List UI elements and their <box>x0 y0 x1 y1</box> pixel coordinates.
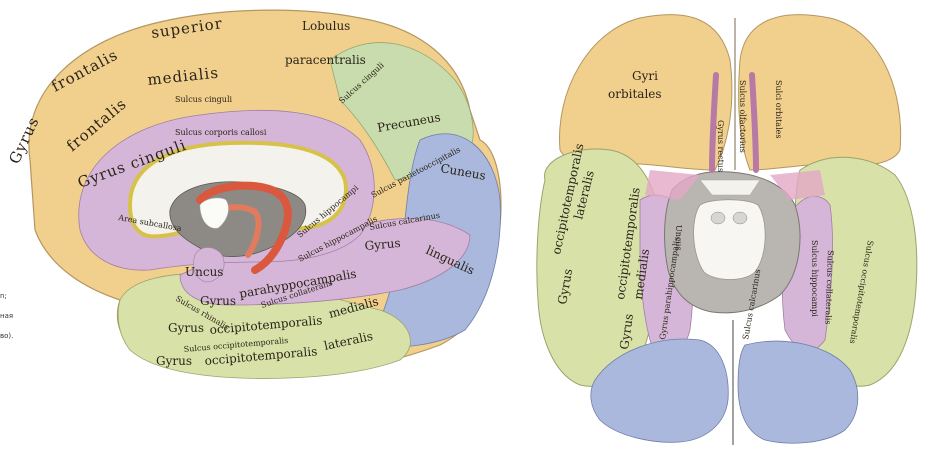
caption-fragment-2: ная <box>0 312 13 320</box>
mammillary-right <box>732 211 748 225</box>
label-gyrus-rectus: Gyrus rectus <box>716 120 725 172</box>
caption-fragment-1: n; <box>0 292 7 300</box>
label-uncus: Uncus <box>185 265 223 279</box>
label-gyrus-occ-lat: Gyrus <box>156 354 192 368</box>
label-basal-sulcus-collateralis: Sulcus collateralis <box>823 250 835 325</box>
label-basal-uncus: Uncus <box>674 225 683 251</box>
olfactory-tract-right <box>749 72 759 173</box>
right-pink-wedge <box>770 170 825 200</box>
label-lobulus: Lobulus <box>302 19 350 33</box>
right-orbital-region <box>738 14 902 171</box>
right-occipital-region <box>737 340 859 444</box>
label-gyrus-lingualis: Gyrus <box>364 236 401 253</box>
left-pink-wedge <box>645 170 700 200</box>
optic-chiasm <box>699 179 761 196</box>
label-sulcus-cinguli: Sulcus cinguli <box>175 95 232 104</box>
label-basal-gyrus-occ-lat-1: Gyrus <box>555 268 575 306</box>
label-gyrus-occ-med: Gyrus <box>168 321 204 335</box>
olfactory-tract-left <box>709 72 719 173</box>
basal-view: Gyri orbitales Gyrus rectus Sulcus olfac… <box>536 14 918 445</box>
uncus-shape <box>193 247 225 283</box>
mammillary-left <box>710 211 726 225</box>
label-basal-gyrus-occ-med-1: Gyrus <box>617 313 636 351</box>
label-basal-sulcus-hippocampi: Sulcus hippocampi <box>810 240 819 317</box>
caption-fragment-3: во). <box>0 332 13 340</box>
label-sulci-orbitales: Sulci orbitales <box>774 80 783 138</box>
medial-view: superior Gyrus frontalis frontalis media… <box>0 9 502 379</box>
label-orbitales: orbitales <box>608 87 662 101</box>
fornix <box>196 181 292 274</box>
septum <box>199 197 229 229</box>
label-gyrus-parahippo: Gyrus <box>200 294 236 308</box>
label-gyri: Gyri <box>632 69 658 83</box>
label-sulcus-corporis: Sulcus corporis callosi <box>175 128 267 137</box>
label-paracentralis: paracentralis <box>285 53 366 67</box>
pons <box>693 199 766 280</box>
left-occipital-region <box>590 338 729 443</box>
label-sulcus-olfactorius: Sulcus olfactorius <box>738 80 747 153</box>
